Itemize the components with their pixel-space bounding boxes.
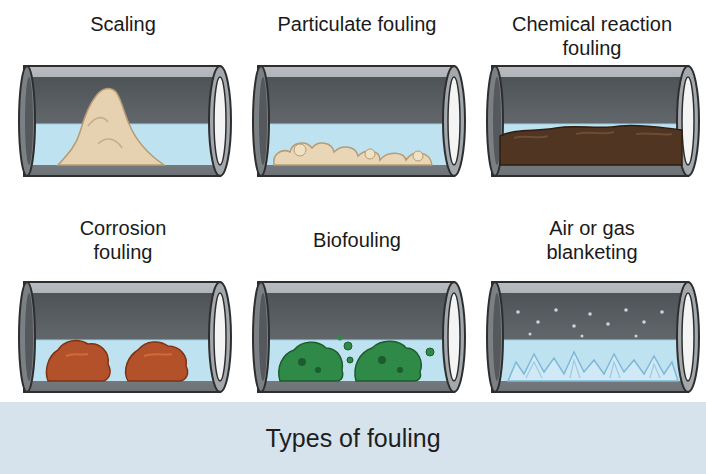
fouling-type-label: Scaling — [18, 12, 228, 36]
fouling-type-label: Air or gas blanketing — [517, 216, 667, 264]
fouling-type-label: Chemical reaction fouling — [485, 12, 699, 60]
fouling-type-label: Particulate fouling — [247, 12, 467, 36]
fouling-type-label: Corrosion fouling — [53, 216, 193, 264]
diagram-caption: Types of fouling — [0, 422, 706, 454]
fouling-type-label: Biofouling — [252, 228, 462, 252]
